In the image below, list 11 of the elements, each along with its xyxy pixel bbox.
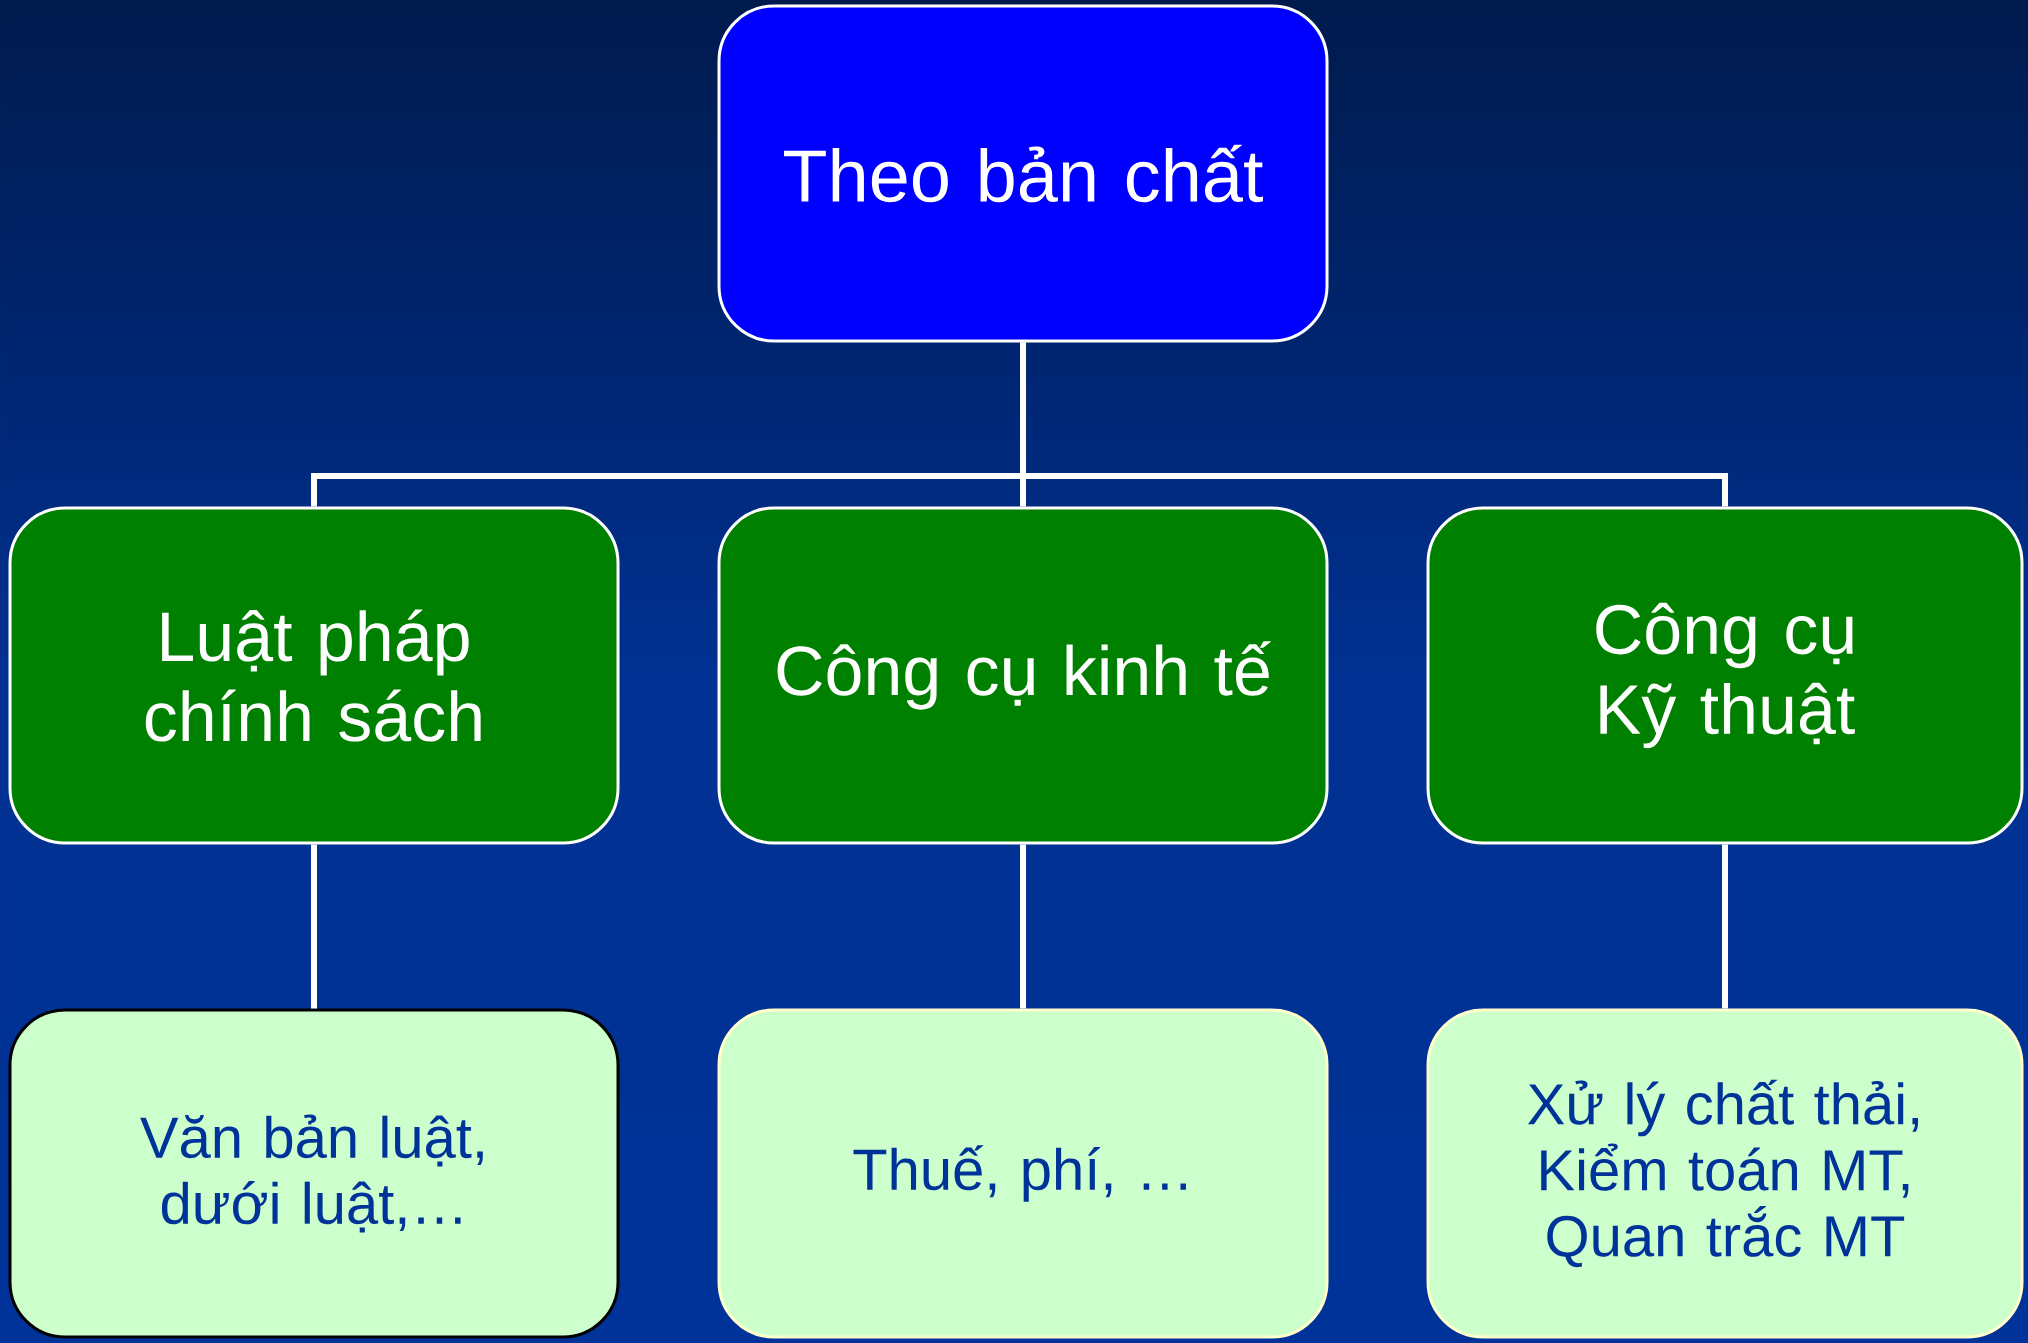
connector-line bbox=[1722, 844, 1728, 1009]
example-box: Thuế, phí, … bbox=[717, 1008, 1329, 1339]
root-box: Theo bản chất bbox=[717, 4, 1329, 343]
connector-line bbox=[311, 844, 317, 1009]
category-box: Công cụ kinh tế bbox=[717, 506, 1329, 845]
connector-line bbox=[1020, 342, 1728, 507]
example-box: Văn bản luật, dưới luật,… bbox=[8, 1008, 620, 1339]
example-box: Xử lý chất thải, Kiểm toán MT, Quan trắc MT bbox=[1426, 1008, 2024, 1339]
category-box: Công cụ Kỹ thuật bbox=[1426, 506, 2024, 845]
category-box: Luật pháp chính sách bbox=[8, 506, 620, 845]
connector-line bbox=[1020, 844, 1026, 1009]
